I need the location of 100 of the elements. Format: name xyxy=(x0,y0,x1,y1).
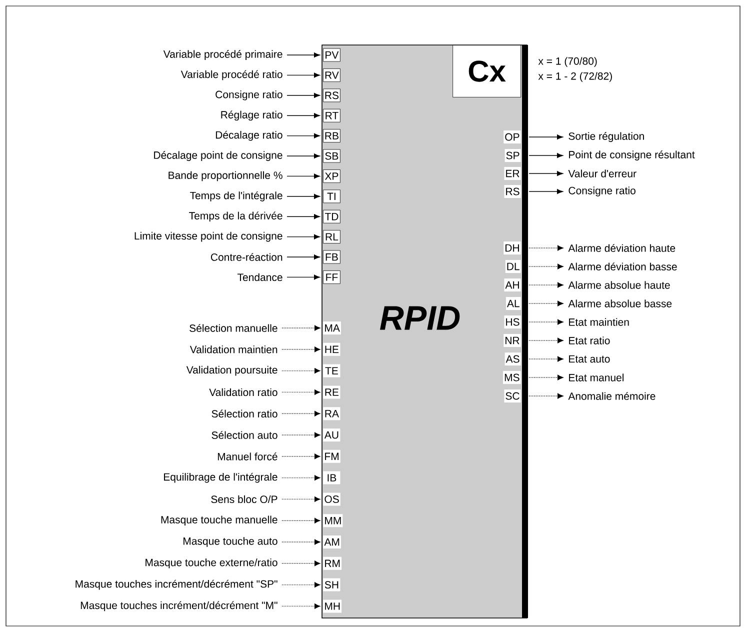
arrow xyxy=(282,496,320,502)
signal-label: Sélection manuelle xyxy=(190,324,278,332)
pin-label: RL xyxy=(323,230,340,244)
arrow xyxy=(528,245,564,251)
pin-label: HE xyxy=(323,342,340,356)
signal-label: Valeur d'erreur xyxy=(568,170,636,178)
pin-label: FM xyxy=(323,450,340,463)
pin-label: RM xyxy=(323,556,342,570)
pin-label: MS xyxy=(503,371,521,384)
pin-label: FB xyxy=(323,250,340,264)
arrow xyxy=(528,134,563,140)
arrow xyxy=(286,174,320,179)
arrow xyxy=(528,300,564,306)
pin-label: MH xyxy=(323,600,342,613)
pin-label: IB xyxy=(323,471,340,484)
arrow xyxy=(528,189,563,194)
arrow xyxy=(282,604,320,609)
signal-label: Réglage ratio xyxy=(221,110,282,121)
arrow xyxy=(282,346,320,352)
arrow xyxy=(282,325,320,331)
pin-label: PV xyxy=(323,48,340,62)
signal-label: Etat maintien xyxy=(569,318,629,326)
signal-label: Alarme absolue basse xyxy=(568,300,672,308)
arrow xyxy=(286,52,320,58)
arrow xyxy=(286,194,320,199)
pin-label: AH xyxy=(504,278,521,292)
pin-label: RT xyxy=(323,108,340,122)
pin-label: MA xyxy=(323,322,341,334)
pin-label: OP xyxy=(504,130,521,144)
pin-label: RV xyxy=(323,68,340,82)
signal-label: Temps de la dérivée xyxy=(189,212,282,222)
pin-label: SB xyxy=(323,149,340,163)
pin-label: OS xyxy=(323,492,340,506)
pin-label: XP xyxy=(323,170,340,183)
signal-label: Bande proportionnelle % xyxy=(168,171,282,182)
pin-label: AU xyxy=(323,428,340,442)
arrow xyxy=(282,475,320,480)
arrow xyxy=(286,72,320,78)
arrow xyxy=(528,153,563,158)
pin-label: HS xyxy=(504,316,521,328)
signal-label: Masque touche manuelle xyxy=(161,516,278,526)
arrow xyxy=(286,254,320,260)
signal-label: Variable procédé primaire xyxy=(163,50,282,60)
arrow xyxy=(282,410,320,416)
pin-label: DH xyxy=(504,242,521,254)
signal-label: Masque touche externe/ratio xyxy=(146,558,278,568)
beside-note: x = 1 - 2 (72/82) xyxy=(538,72,612,82)
arrow xyxy=(528,319,564,325)
pin-label: NR xyxy=(504,334,521,347)
arrow xyxy=(528,282,564,288)
signal-label: Etat auto xyxy=(569,355,610,363)
signal-label: Etat manuel xyxy=(569,374,624,382)
arrow xyxy=(282,560,320,566)
signal-label: Tendance xyxy=(238,273,282,282)
arrow xyxy=(282,368,320,374)
pin-label: TD xyxy=(323,210,340,224)
arrow xyxy=(528,393,564,399)
arrow xyxy=(528,374,564,380)
signal-label: Sens bloc O/P xyxy=(211,495,278,504)
arrow xyxy=(282,390,320,395)
pin-label: RS xyxy=(323,88,340,102)
pin-label: RB xyxy=(323,129,340,142)
signal-label: Limite vitesse point de consigne xyxy=(134,232,282,242)
signal-label: Equilibrage de l'intégrale xyxy=(164,472,278,483)
pin-label: RA xyxy=(323,407,340,420)
arrow xyxy=(286,234,320,240)
signal-label: Sortie régulation xyxy=(568,132,644,142)
pin-label: RE xyxy=(323,386,340,399)
pin-label: RS xyxy=(504,185,521,198)
pin-label: AM xyxy=(323,536,341,548)
arrow xyxy=(282,539,320,545)
signal-label: Point de consigne résultant xyxy=(569,150,695,160)
signal-label: Masque touche auto xyxy=(184,537,278,547)
arrow xyxy=(528,356,564,362)
arrow xyxy=(286,214,320,220)
pin-label: TI xyxy=(323,190,340,204)
signal-label: Temps de l'intégrale xyxy=(190,191,282,202)
pin-label: ER xyxy=(504,167,521,180)
signal-label: Alarme déviation basse xyxy=(568,262,677,270)
signal-label: Validation maintien xyxy=(190,346,278,354)
arrow xyxy=(282,454,320,460)
signal-label: Anomalie mémoire xyxy=(568,392,656,400)
pin-label: TE xyxy=(323,364,340,378)
signal-label: Sélection ratio xyxy=(212,410,278,418)
arrow xyxy=(286,113,320,118)
signal-label: Consigne ratio xyxy=(568,186,636,196)
signal-label: Validation poursuite xyxy=(186,366,278,376)
arrow xyxy=(528,338,564,344)
arrow xyxy=(282,518,320,524)
signal-label: Sélection auto xyxy=(212,431,278,439)
title-box: Cx xyxy=(452,44,521,98)
signal-label: Masque touches incrément/décrément "SP" xyxy=(76,580,278,590)
signal-label: Décalage ratio xyxy=(216,130,282,141)
arrow xyxy=(286,133,320,138)
signal-label: Alarme absolue haute xyxy=(568,281,670,289)
signal-label: Consigne ratio xyxy=(216,90,282,100)
signal-label: Variable procédé ratio xyxy=(180,70,282,80)
pin-label: SC xyxy=(504,390,521,402)
signal-label: Masque touches incrément/décrément "M" xyxy=(80,601,278,612)
arrow xyxy=(286,154,320,158)
